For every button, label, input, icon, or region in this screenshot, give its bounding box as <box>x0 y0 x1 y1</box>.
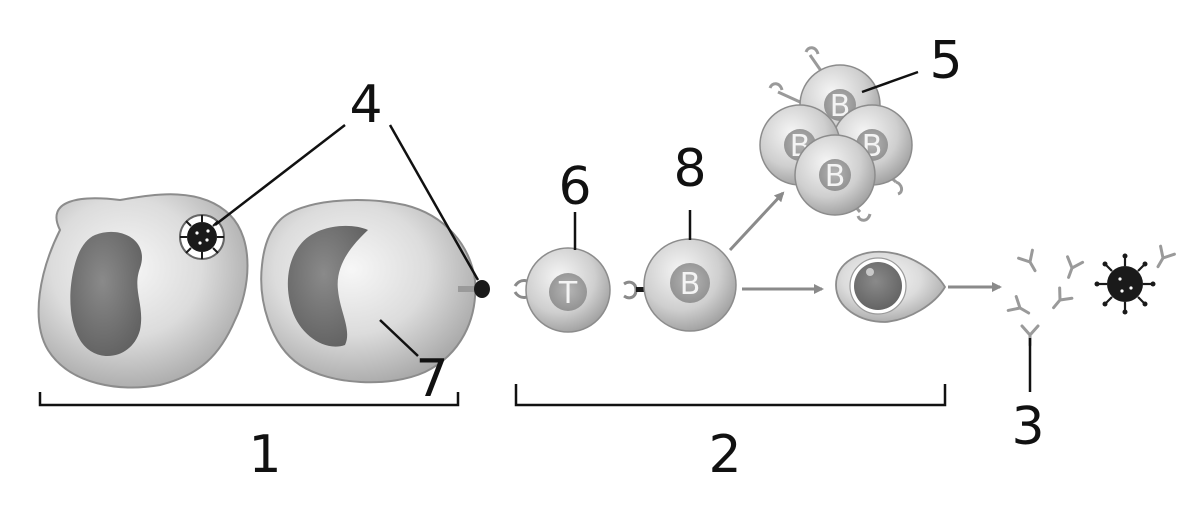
label-6: 6 <box>558 157 591 217</box>
t-cell-letter: T <box>558 276 578 311</box>
antibody-icons <box>1006 244 1176 347</box>
virus-icon <box>1094 253 1156 315</box>
t-cell: T <box>513 247 611 333</box>
arrow-to-memory-cells <box>728 191 785 252</box>
label-8: 8 <box>673 139 706 199</box>
bracket-group-2 <box>514 384 947 407</box>
label-4: 4 <box>349 75 382 135</box>
label-3: 3 <box>1011 397 1044 457</box>
b-cell-clone-cluster: B B B B <box>759 46 913 222</box>
clone-letter-4: B <box>825 159 846 194</box>
bracket-group-1 <box>38 392 460 407</box>
label-2: 2 <box>708 425 741 485</box>
virus-engulfed-icon <box>179 214 225 260</box>
label-7: 7 <box>415 349 448 409</box>
macrophage-antigen-presenting <box>260 199 490 384</box>
b-cell-letter: B <box>680 267 701 302</box>
t-b-connector <box>623 280 646 300</box>
plasma-cell <box>835 250 947 323</box>
leader-lines <box>214 70 1032 392</box>
label-5: 5 <box>929 31 962 91</box>
b-cell: B <box>643 238 737 332</box>
label-1: 1 <box>248 425 281 485</box>
